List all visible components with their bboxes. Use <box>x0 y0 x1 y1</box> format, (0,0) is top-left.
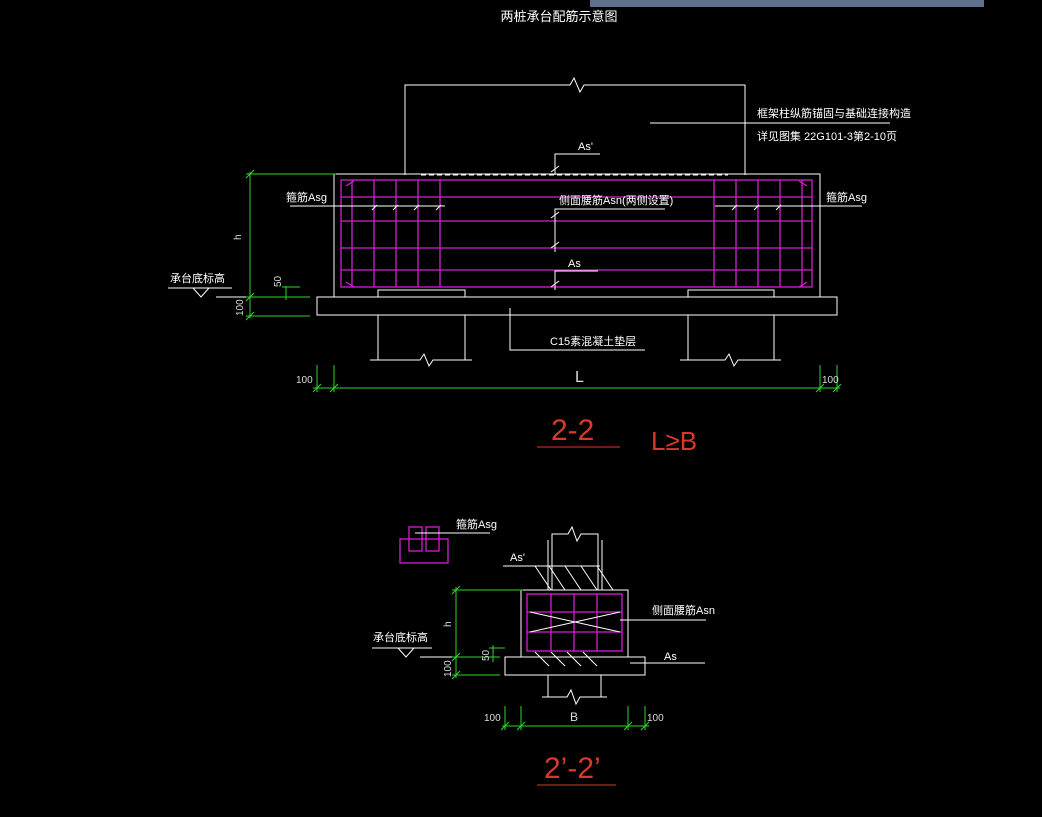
section-2-2: 框架柱纵筋锚固与基础连接构造 详见图集 22G101-3第2-10页 <box>168 76 911 456</box>
section-2prime-2prime: 箍筋Asg As' 侧面腰筋Asn As <box>372 517 715 786</box>
dim-50: 50 <box>273 275 284 287</box>
base-elevation-symbol-2: 承台底标高 <box>372 630 478 658</box>
svg-text:承台底标高: 承台底标高 <box>170 271 225 285</box>
dim-100-left: 100 <box>296 375 313 386</box>
dim-50-2: 50 <box>481 649 492 661</box>
svg-text:箍筋Asg: 箍筋Asg <box>456 517 497 531</box>
dim-100-right: 100 <box>822 375 839 386</box>
dim-B: B <box>570 710 578 724</box>
pile-cap-outline <box>333 173 821 298</box>
pile-right <box>680 289 781 368</box>
column-outline-2 <box>551 525 599 590</box>
dim-L: L <box>575 369 584 386</box>
rebar-cage <box>340 179 813 288</box>
rebar-cage-2 <box>526 593 623 652</box>
label-side-bar-2: 侧面腰筋Asn <box>652 603 715 617</box>
dim-100-vertical-2: 100 <box>443 660 454 677</box>
dim-100-vertical: 100 <box>235 299 246 316</box>
label-as-prime-top: As' <box>578 141 593 153</box>
label-stirrup-right: 箍筋Asg <box>826 190 867 204</box>
note-atlas-reference: 详见图集 22G101-3第2-10页 <box>757 129 897 143</box>
column-outline <box>404 76 746 175</box>
pile-left <box>370 289 472 368</box>
label-as-bottom: As <box>568 258 581 270</box>
stirrup-detail-icon: 箍筋Asg <box>399 517 497 564</box>
base-elevation-symbol: 承台底标高 <box>168 271 290 298</box>
stirrup-ticks <box>371 204 782 211</box>
horizontal-dimensions-2 <box>500 706 650 731</box>
vertical-dimensions <box>245 169 336 321</box>
c15-concrete-pad <box>316 296 838 316</box>
section-mark-2prime-2prime: 2’-2’ <box>544 752 601 785</box>
c15-concrete-pad-2 <box>504 656 646 676</box>
label-side-bar: 侧面腰筋Asn(两侧设置) <box>559 193 673 207</box>
window-title-bar-fragment <box>590 0 984 7</box>
label-as-prime-2: As' <box>510 552 525 564</box>
horizontal-dimensions <box>312 365 842 393</box>
note-column-anchorage: 框架柱纵筋锚固与基础连接构造 <box>757 106 911 120</box>
label-as-2: As <box>664 651 677 663</box>
condition-l-ge-b: L≥B <box>651 426 697 456</box>
dim-100-left-2: 100 <box>484 713 501 724</box>
label-c15-pad: C15素混凝土垫层 <box>550 334 636 348</box>
drawing-title: 两桩承台配筋示意图 <box>500 9 617 24</box>
dim-h: h <box>233 234 244 240</box>
dim-100-right-2: 100 <box>647 713 664 724</box>
svg-text:承台底标高: 承台底标高 <box>373 630 428 644</box>
section-mark-2-2: 2-2 <box>551 414 594 447</box>
vertical-dimensions-2 <box>451 585 523 680</box>
dim-h-2: h <box>443 621 454 627</box>
label-stirrup-left: 箍筋Asg <box>286 190 327 204</box>
pile-2 <box>542 675 607 706</box>
